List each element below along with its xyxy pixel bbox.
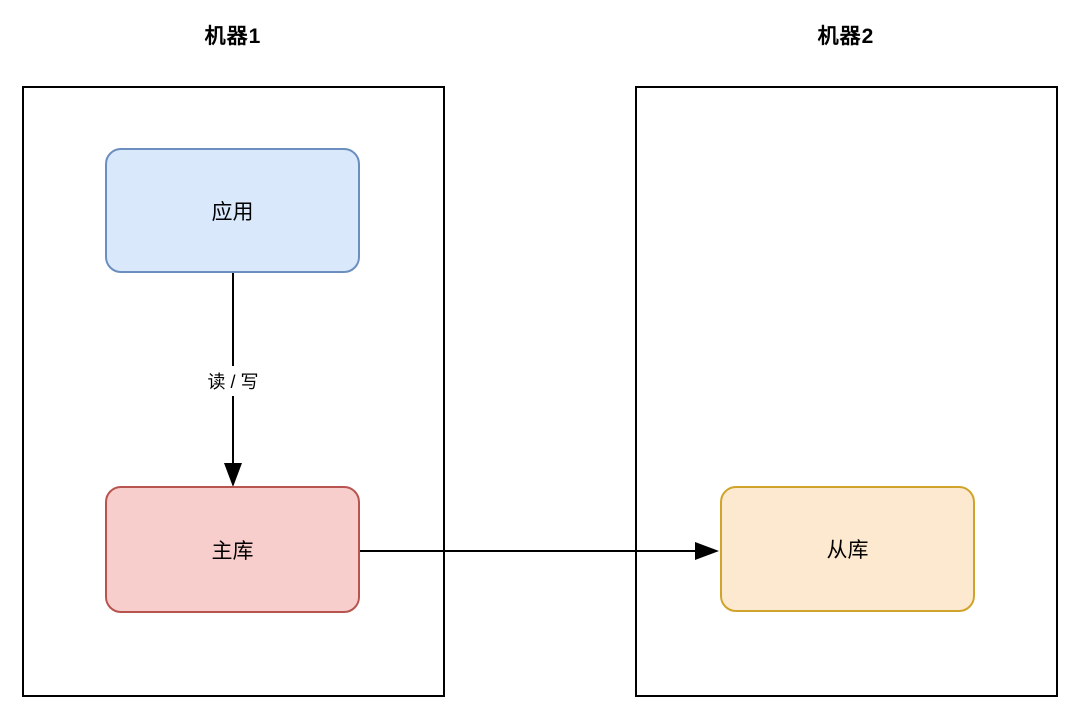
read-write-edge-label: 读 / 写 [202,366,264,396]
node-application: 应用 [105,148,360,273]
machine1-container [22,86,445,697]
machine2-title: 机器2 [817,25,875,48]
node-slave-db: 从库 [720,486,975,612]
node-master-db-label: 主库 [211,539,254,563]
machine2-container [635,86,1058,697]
machine1-title: 机器1 [204,25,262,48]
node-master-db: 主库 [105,486,360,613]
node-slave-db-label: 从库 [826,539,869,562]
node-application-label: 应用 [211,200,254,224]
